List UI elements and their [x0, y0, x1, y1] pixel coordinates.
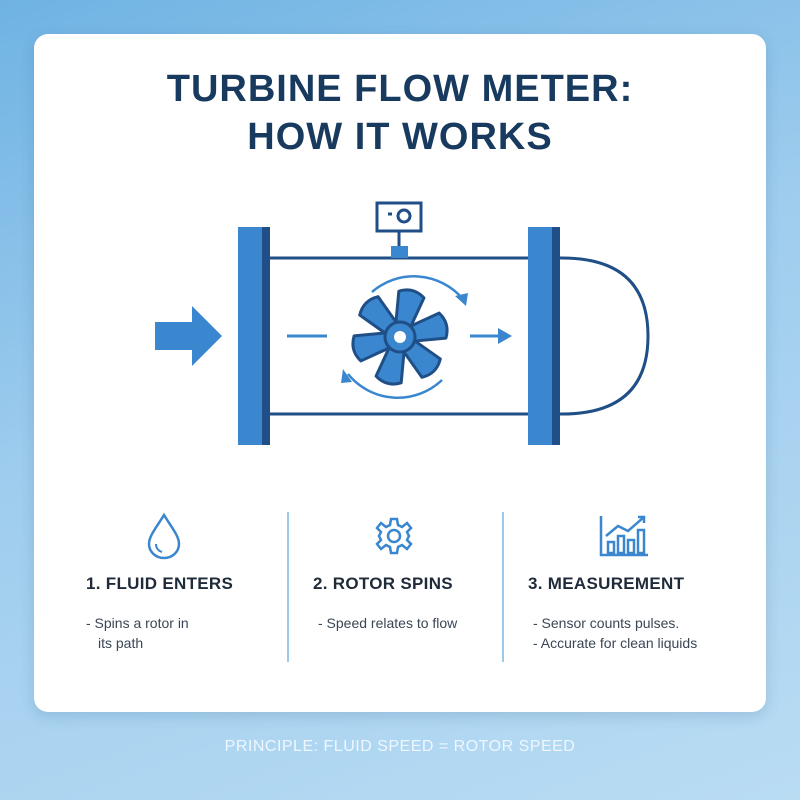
step-3-heading: 3. MEASUREMENT [528, 574, 685, 593]
column-divider-1 [287, 512, 289, 662]
water-drop-icon [147, 512, 181, 560]
bar-chart-trend-icon [599, 515, 648, 557]
inlet-flange [238, 227, 270, 445]
page-title-line-2: HOW IT WORKS [247, 116, 553, 158]
pulse-sensor-icon [375, 201, 423, 258]
step-3-bullet-1: - Sensor counts pulses. [533, 615, 680, 631]
rotor-blade [374, 342, 406, 386]
footer-principle: PRINCIPLE: FLUID SPEED = ROTOR SPEED [224, 738, 576, 755]
outlet-flange [528, 227, 560, 445]
rotor-icon [351, 288, 449, 386]
step-3-bullet-2: - Accurate for clean liquids [533, 635, 698, 651]
step-2-heading: 2. ROTOR SPINS [313, 574, 453, 593]
rotation-arrows-icon [341, 275, 468, 399]
rotor-axle [394, 331, 406, 343]
step-1-bullet-1: - Spins a rotor in [86, 615, 189, 631]
step-2-bullet-1: - Speed relates to flow [318, 615, 458, 631]
rotor-blade [394, 288, 426, 332]
step-1-bullet-2: its path [98, 635, 144, 651]
column-divider-2 [502, 512, 504, 662]
inlet-arrow-icon [155, 306, 222, 366]
rotor-blade [405, 311, 449, 343]
rotor-blade [351, 331, 395, 363]
step-1-heading: 1. FLUID ENTERS [86, 574, 234, 593]
page-title-line-1: TURBINE FLOW METER: [166, 68, 634, 110]
flow-arrow-out-icon [470, 328, 512, 344]
gear-icon [375, 517, 413, 555]
pipe-body [268, 256, 650, 416]
